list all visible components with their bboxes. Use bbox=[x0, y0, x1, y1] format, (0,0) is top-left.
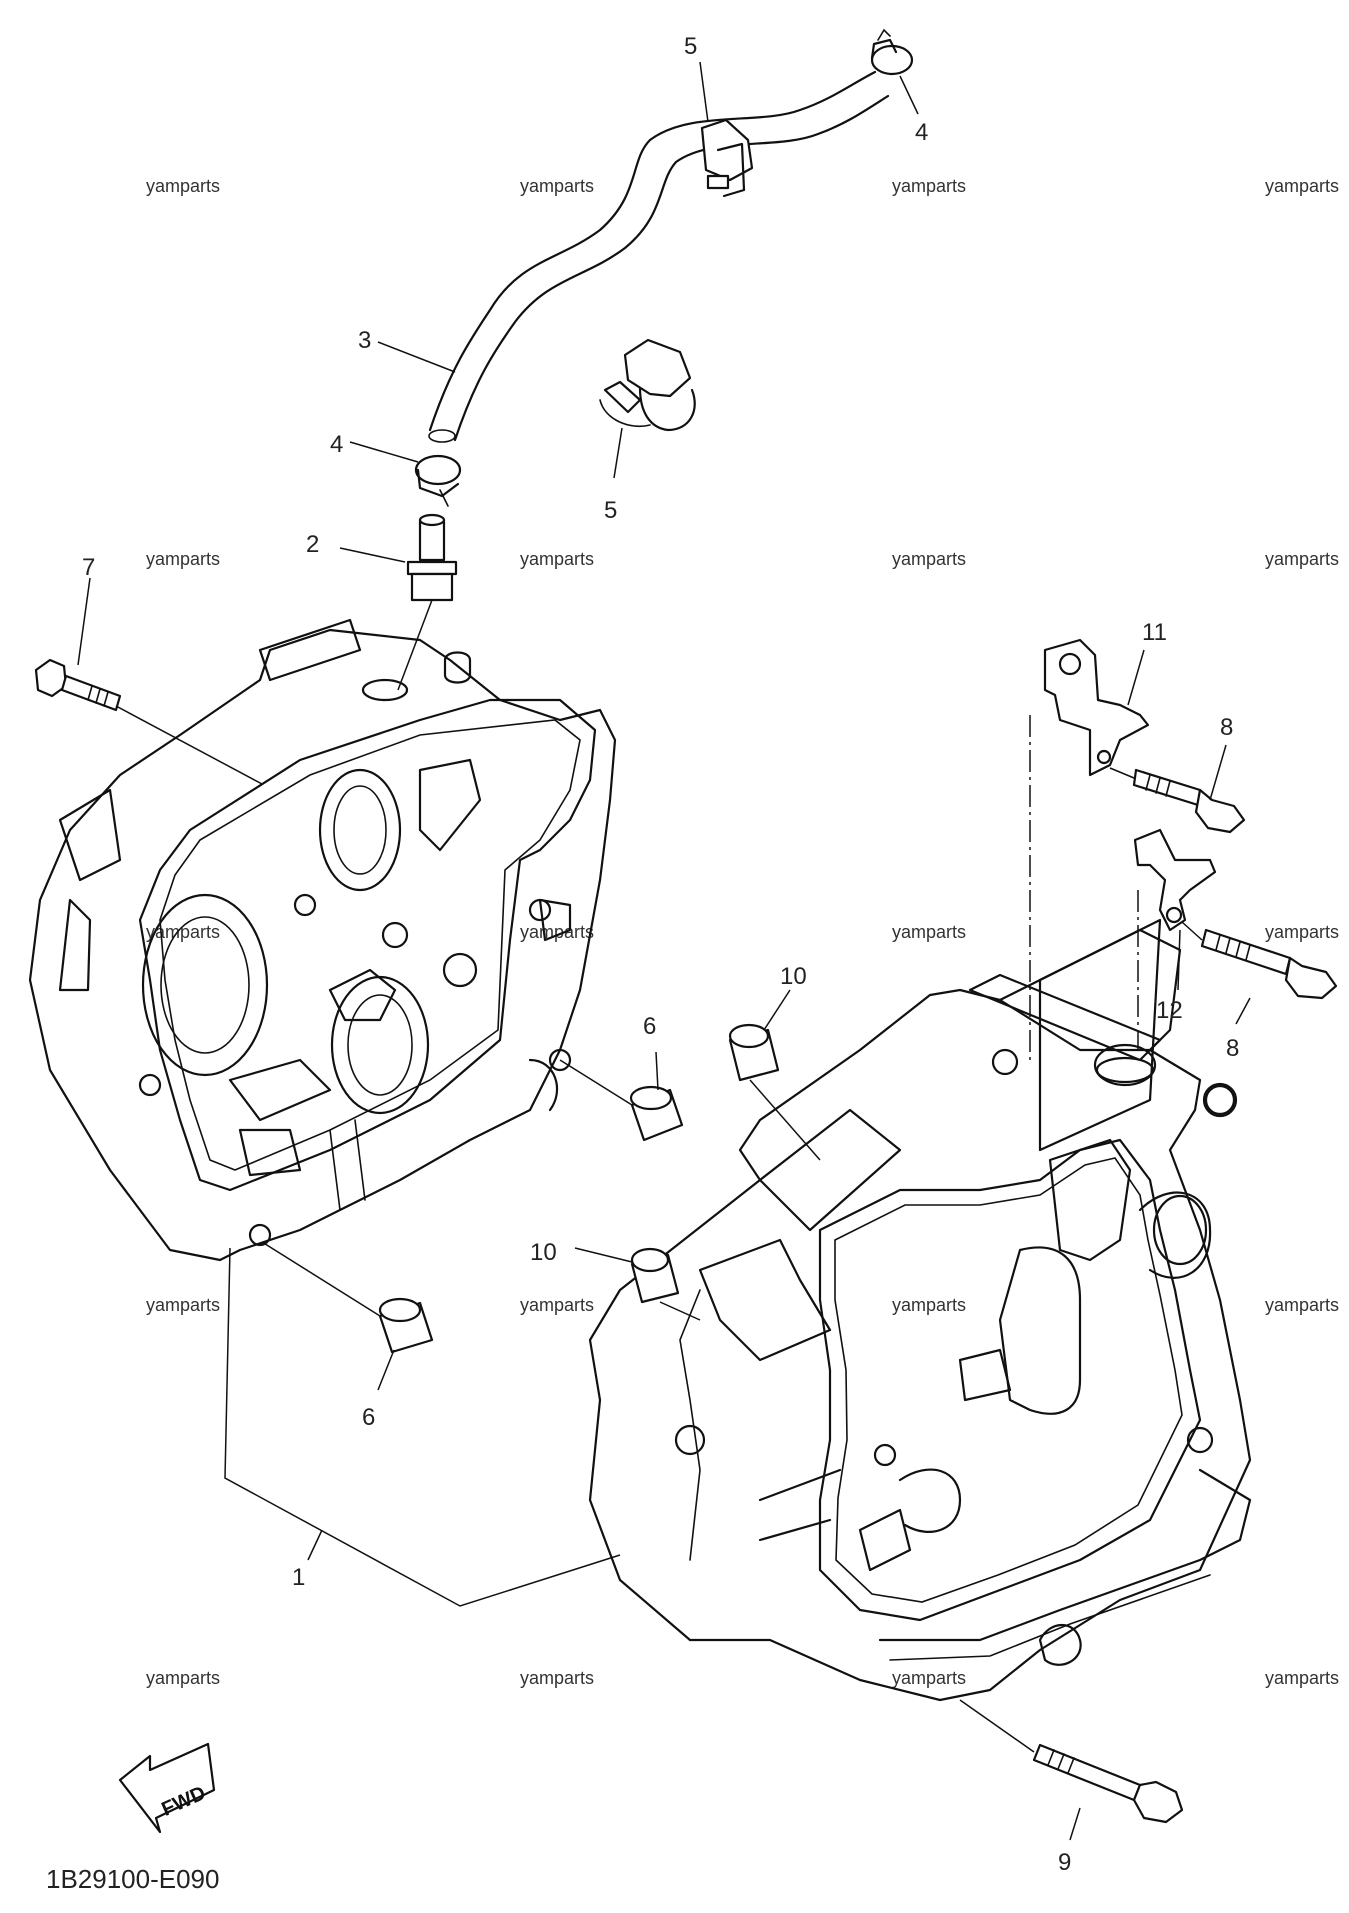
callout-5-lower: 5 bbox=[604, 497, 617, 524]
callout-6-upper: 6 bbox=[643, 1013, 656, 1040]
watermark: yamparts bbox=[520, 1668, 594, 1688]
watermark-layer: yamparts yamparts yamparts yamparts yamp… bbox=[146, 176, 1339, 1688]
bracket-11 bbox=[1029, 638, 1150, 1060]
breather-pipe bbox=[397, 513, 458, 691]
watermark: yamparts bbox=[520, 1295, 594, 1315]
callout-1: 1 bbox=[292, 1564, 305, 1591]
hose-holder-loose bbox=[599, 338, 696, 432]
callout-8-upper: 8 bbox=[1220, 714, 1233, 741]
dowel-pin-10-lower bbox=[630, 1247, 701, 1321]
hose-clip-lower bbox=[414, 454, 462, 507]
callout-2: 2 bbox=[306, 531, 319, 558]
watermark: yamparts bbox=[146, 922, 220, 942]
watermark: yamparts bbox=[1265, 549, 1339, 569]
callout-4-lower: 4 bbox=[330, 431, 343, 458]
callouts: 1 2 3 4 4 5 5 6 6 7 8 8 9 bbox=[77, 33, 1251, 1876]
dowel-pin-upper bbox=[559, 1059, 684, 1142]
callout-4-upper: 4 bbox=[915, 119, 928, 146]
watermark: yamparts bbox=[892, 922, 966, 942]
dowel-pin-10-upper bbox=[728, 1023, 821, 1161]
watermark: yamparts bbox=[1265, 1668, 1339, 1688]
watermark: yamparts bbox=[146, 1295, 220, 1315]
callout-10-lower: 10 bbox=[530, 1239, 557, 1266]
watermark: yamparts bbox=[892, 1668, 966, 1688]
watermark: yamparts bbox=[892, 176, 966, 196]
diagram-code: 1B29100-E090 bbox=[46, 1864, 219, 1894]
watermark: yamparts bbox=[146, 1668, 220, 1688]
callout-12: 12 bbox=[1156, 997, 1183, 1024]
callout-3: 3 bbox=[358, 327, 371, 354]
hose-holder-upper bbox=[700, 118, 754, 198]
stay-12 bbox=[1133, 828, 1217, 1050]
watermark: yamparts bbox=[146, 176, 220, 196]
breather-hose bbox=[428, 70, 890, 443]
right-crankcase bbox=[588, 918, 1252, 1702]
watermark: yamparts bbox=[520, 922, 594, 942]
callout-5-upper: 5 bbox=[684, 33, 697, 60]
callout-8-lower: 8 bbox=[1226, 1035, 1239, 1062]
bolt-8-upper bbox=[1109, 767, 1246, 834]
hose-clip-upper bbox=[870, 28, 914, 76]
callout-10-upper: 10 bbox=[780, 963, 807, 990]
callout-11: 11 bbox=[1142, 619, 1167, 646]
dowel-pin-lower bbox=[261, 1241, 434, 1354]
bolt-8-lower bbox=[1181, 921, 1338, 1000]
left-crankcase bbox=[28, 618, 617, 1262]
callout-9: 9 bbox=[1058, 1849, 1071, 1876]
fwd-arrow-icon: FWD bbox=[118, 1742, 216, 1834]
watermark: yamparts bbox=[520, 176, 594, 196]
bolt-9 bbox=[959, 1699, 1184, 1824]
watermark: yamparts bbox=[892, 549, 966, 569]
watermark: yamparts bbox=[1265, 1295, 1339, 1315]
callout-6-lower: 6 bbox=[362, 1404, 375, 1431]
watermark: yamparts bbox=[146, 549, 220, 569]
watermark: yamparts bbox=[520, 549, 594, 569]
callout-7: 7 bbox=[82, 554, 95, 581]
watermark: yamparts bbox=[1265, 176, 1339, 196]
watermark: yamparts bbox=[892, 1295, 966, 1315]
bolt-7 bbox=[34, 658, 263, 785]
watermark: yamparts bbox=[1265, 922, 1339, 942]
